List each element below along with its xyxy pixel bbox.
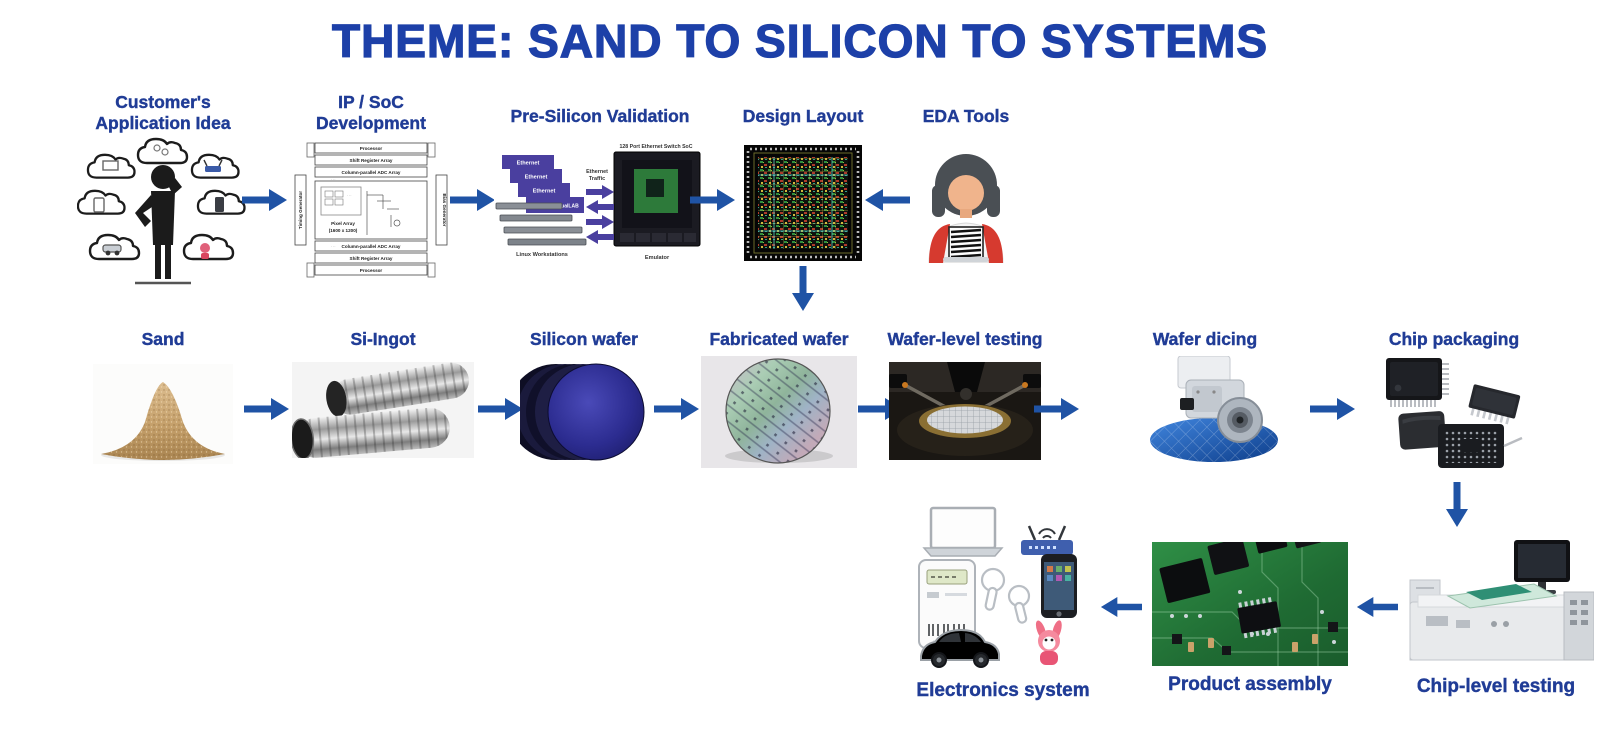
flow-arrow-right: [690, 187, 736, 213]
svg-text:Linux Workstations: Linux Workstations: [516, 252, 568, 258]
svg-text:. . .: . . .: [347, 193, 352, 197]
flow-arrow-down: [1444, 482, 1470, 528]
step-pre-silicon-validation: Pre-Silicon Validation 128 Port Ethernet…: [492, 106, 708, 265]
fabricated-wafer-image: [701, 355, 857, 468]
ic-packages-image: [1376, 353, 1532, 472]
wafer-stack-image: [520, 356, 648, 468]
svg-text:Processor: Processor: [360, 268, 383, 273]
step-label: Pre-Silicon Validation: [510, 106, 690, 126]
step-customer-idea: Customer's Application Idea: [68, 92, 258, 287]
step-product-assembly: Product assembly: [1150, 504, 1350, 696]
svg-text:Ethernet: Ethernet: [533, 188, 556, 194]
step-fabricated-wafer: Fabricated wafer: [698, 329, 860, 468]
svg-text:Shift Register Array: Shift Register Array: [350, 158, 393, 163]
flow-arrow-right: [1034, 396, 1080, 422]
flow-arrow-right: [478, 396, 524, 422]
flow-arrow-left: [1100, 594, 1142, 620]
step-electronics-system: Electronics system: [914, 504, 1092, 702]
flow-arrow-right: [654, 396, 700, 422]
step-label: Wafer dicing: [1152, 329, 1258, 349]
svg-text:Traffic: Traffic: [589, 176, 605, 182]
step-chip-packaging: Chip packaging: [1374, 329, 1534, 472]
svg-text:Ethernet: Ethernet: [586, 169, 608, 175]
flow-arrow-right: [244, 396, 290, 422]
probe-station-image: [889, 361, 1041, 460]
step-label: Si-Ingot: [350, 329, 416, 349]
step-wafer-dicing: Wafer dicing: [1112, 329, 1298, 466]
svg-text:(1600 x 1200): (1600 x 1200): [329, 228, 358, 233]
svg-text:Processor: Processor: [360, 146, 383, 151]
step-design-layout: Design Layout: [740, 106, 866, 261]
svg-text:Emulator: Emulator: [645, 255, 670, 261]
soc-block-diagram: Processor Shift Register Array Column-pa…: [287, 135, 455, 288]
step-label: Chip packaging: [1388, 329, 1520, 349]
flow-arrow-right: [242, 187, 288, 213]
step-label: Design Layout: [742, 106, 864, 126]
svg-text:Ethernet: Ethernet: [517, 160, 540, 166]
step-label: Customer's Application Idea: [95, 92, 231, 133]
svg-text:Bias Generator: Bias Generator: [442, 194, 447, 227]
svg-text:Ethernet: Ethernet: [525, 174, 548, 180]
step-label: EDA Tools: [922, 106, 1010, 126]
step-wafer-level-testing: Wafer-level testing: [880, 329, 1050, 460]
svg-text:Shift Register Array: Shift Register Array: [350, 256, 393, 261]
step-label: Product assembly: [1168, 674, 1332, 695]
flow-arrow-right: [450, 187, 496, 213]
pcb-assembly-image: [1152, 542, 1348, 666]
svg-text:. . .: . . .: [331, 177, 336, 181]
flow-arrow-right: [1310, 396, 1356, 422]
page-title: THEME: SAND TO SILICON TO SYSTEMS: [331, 14, 1269, 67]
step-label: IP / SoC Development: [316, 92, 426, 133]
silicon-ingot-image: [292, 361, 474, 458]
step-label: Fabricated wafer: [709, 329, 849, 349]
svg-text:Column-parallel ADC Array: Column-parallel ADC Array: [342, 170, 401, 175]
step-label: Silicon wafer: [530, 329, 638, 349]
flow-arrow-left: [1356, 594, 1398, 620]
cloud-device-glyphs: [93, 144, 224, 260]
customer-idea-illustration: [77, 135, 249, 287]
person-silhouette: [135, 165, 182, 280]
svg-text:Pixel Array: Pixel Array: [331, 221, 355, 226]
step-silicon-wafer: Silicon wafer: [516, 329, 652, 468]
pre-silicon-illustration: 128 Port Ethernet Switch SoC Emulator Et…: [494, 138, 706, 265]
step-sand: Sand: [88, 329, 238, 464]
flow-arrow-left: [864, 187, 910, 213]
step-eda-tools: EDA Tools: [914, 106, 1018, 263]
step-label: Sand: [141, 329, 185, 349]
test-handler-image: [1398, 540, 1594, 668]
svg-text:128 Port Ethernet Switch SoC: 128 Port Ethernet Switch SoC: [620, 144, 693, 150]
step-ip-soc-development: IP / SoC Development: [284, 92, 458, 288]
svg-text:. . .: . . .: [331, 244, 336, 248]
step-si-ingot: Si-Ingot: [290, 329, 476, 458]
step-chip-level-testing: Chip-level testing: [1398, 504, 1594, 698]
svg-text:Column-parallel ADC Array: Column-parallel ADC Array: [342, 244, 401, 249]
step-label: Chip-level testing: [1416, 676, 1576, 697]
eda-engineer-avatar: [919, 151, 1013, 263]
electronics-devices-image: [917, 504, 1089, 672]
step-label: Wafer-level testing: [887, 329, 1043, 349]
sand-pile-image: [93, 363, 233, 464]
svg-text:Timing Generator: Timing Generator: [298, 191, 303, 229]
chip-layout-image: [744, 144, 862, 261]
step-label: Electronics system: [916, 680, 1090, 701]
dicing-saw-image: [1122, 355, 1288, 466]
flow-arrow-down: [790, 266, 816, 312]
